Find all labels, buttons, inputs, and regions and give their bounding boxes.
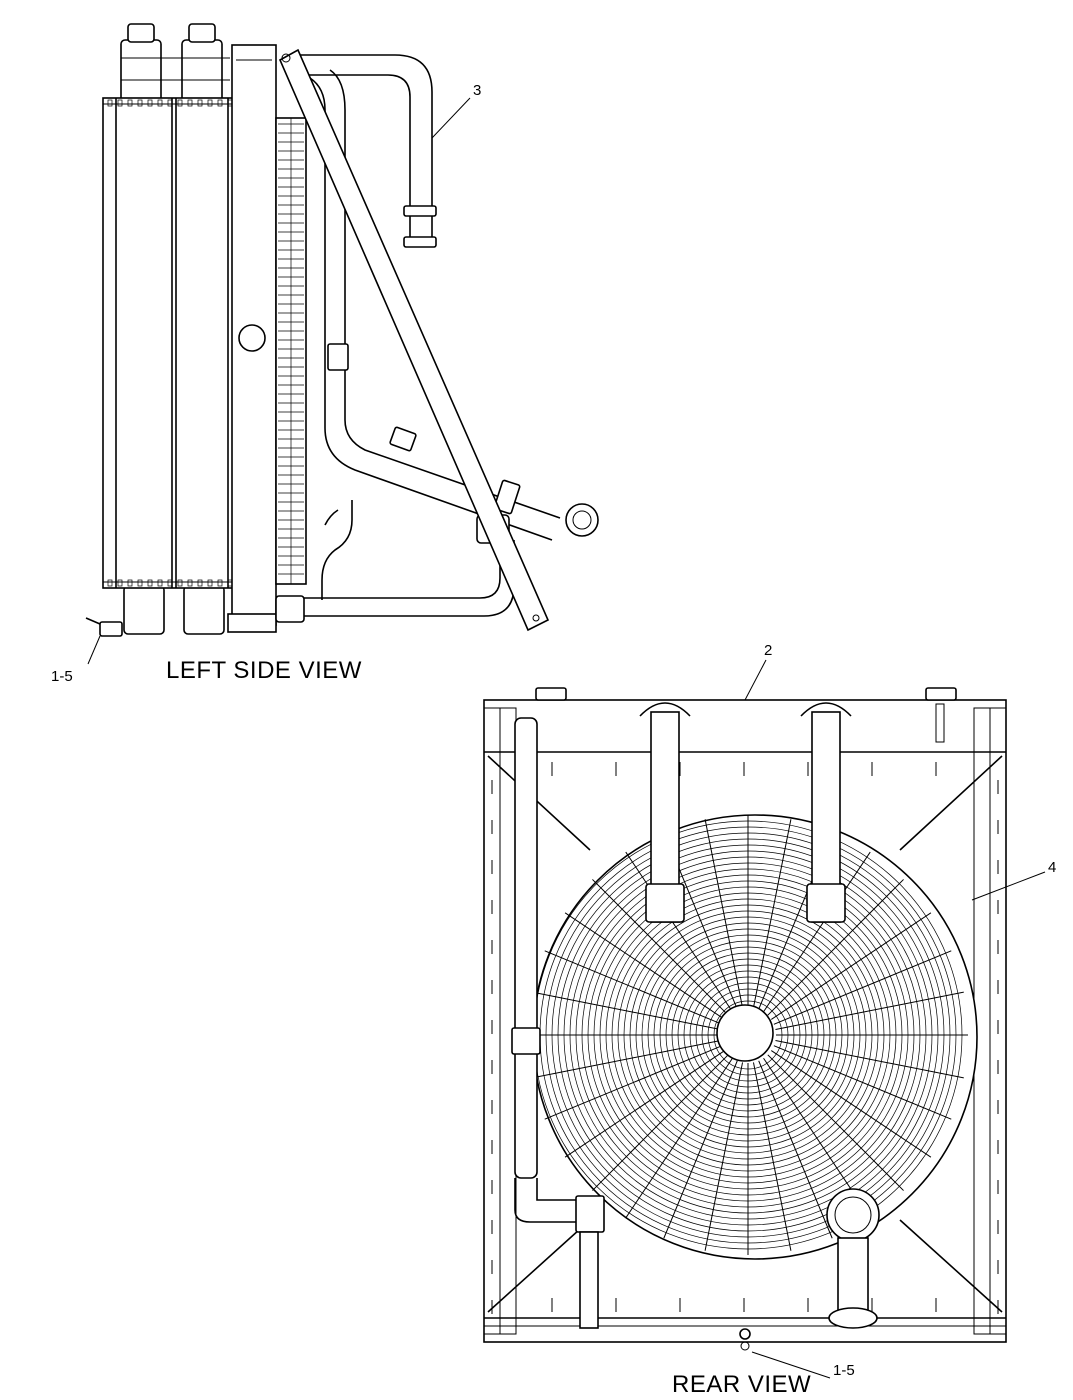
side-frame [227,44,277,633]
inner-elbow [321,500,353,600]
lower-pipe [275,514,515,623]
diagonal-brace [278,48,550,632]
callout-1-5-left-label: 1-5 [51,668,73,685]
top-caps [120,23,230,103]
left-side-view: 3 1-5 LEFT SIDE VIEW [51,23,599,685]
drain-valve [85,617,123,637]
vertical-pipe [309,69,599,541]
callout-2: 2 [744,642,772,701]
rear-view: 2 4 1-5 REAR VIEW [483,642,1056,1398]
callout-4-label: 4 [1048,859,1056,876]
rear-view-title: REAR VIEW [672,1371,811,1398]
fan-guard-side [275,117,307,585]
rear-left-pipe [511,717,605,1329]
callout-3: 3 [431,82,481,139]
rear-top-pipes [639,702,852,923]
corner-struts [487,755,1003,1313]
callout-3-label: 3 [473,82,481,99]
rear-drain [739,1328,751,1351]
left-side-view-title: LEFT SIDE VIEW [166,657,362,684]
callout-1-5-rear: 1-5 [751,1351,855,1379]
rear-lower-pipe [826,1188,880,1329]
fan-guard [528,814,978,1260]
callout-4: 4 [971,859,1056,901]
radiator-core [102,97,234,589]
upper-pipe [300,54,437,248]
callout-2-label: 2 [764,642,772,659]
bottom-caps [123,585,225,635]
callout-1-5-left: 1-5 [51,635,101,685]
callout-1-5-rear-label: 1-5 [833,1362,855,1379]
rear-top-caps [535,687,957,743]
